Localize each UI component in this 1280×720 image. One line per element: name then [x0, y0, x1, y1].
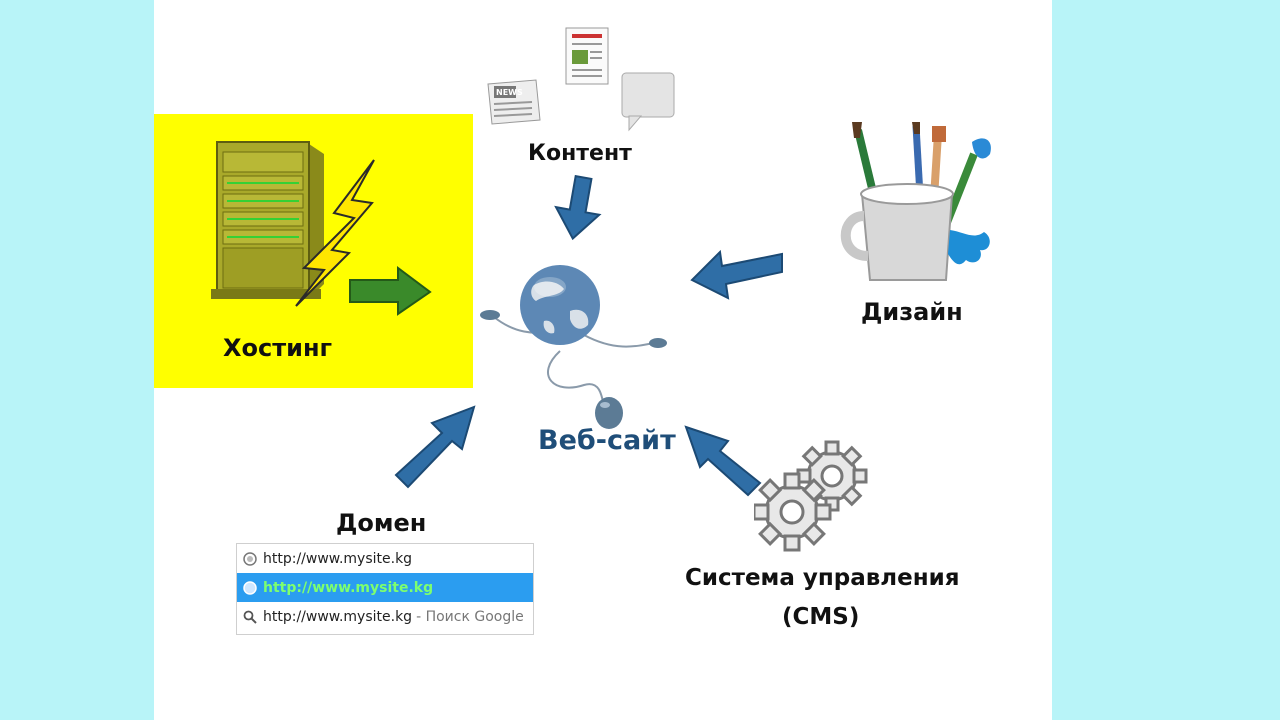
search-icon — [243, 610, 257, 624]
cms-label-line1: Система управления — [685, 565, 960, 591]
search-suggestion-suffix: - Поиск Google — [416, 608, 524, 625]
gears-icon — [754, 440, 868, 552]
speech-bubble-icon — [621, 72, 675, 132]
lightning-icon — [295, 159, 375, 307]
slide: Хостинг NEWS Контент — [154, 0, 1052, 720]
news-badge: NEWS — [496, 88, 523, 97]
address-dropdown: http://www.mysite.kg http://www.mysite.k… — [236, 543, 534, 635]
arrow-design — [690, 249, 783, 300]
globe-small-icon — [243, 580, 257, 595]
arrow-cms — [684, 425, 762, 497]
address-suggestion-selected[interactable]: http://www.mysite.kg — [237, 573, 533, 602]
globe-icon — [480, 265, 667, 416]
news-icon: NEWS — [487, 79, 541, 125]
content-label: Контент — [528, 141, 632, 166]
design-label: Дизайн — [861, 298, 963, 326]
arrow-content — [554, 175, 602, 241]
mouse-icon — [595, 397, 623, 429]
address-row[interactable]: http://www.mysite.kg — [237, 544, 533, 573]
address-row-url: http://www.mysite.kg — [263, 550, 413, 567]
server-icon — [211, 141, 324, 299]
green-arrow — [349, 266, 432, 316]
document-icon — [565, 27, 609, 85]
brush-cup-icon — [840, 122, 991, 281]
search-suggestion-url: http://www.mysite.kg — [263, 608, 413, 625]
hosting-label: Хостинг — [223, 334, 333, 362]
globe-small-icon — [243, 551, 257, 566]
domain-label: Домен — [336, 509, 427, 537]
arrow-domain — [394, 405, 476, 489]
selected-suggestion-url: http://www.mysite.kg — [263, 579, 434, 596]
cms-label-line2: (CMS) — [782, 604, 860, 630]
address-suggestion-search[interactable]: http://www.mysite.kg - Поиск Google — [237, 602, 533, 631]
website-label: Веб-сайт — [538, 425, 676, 456]
